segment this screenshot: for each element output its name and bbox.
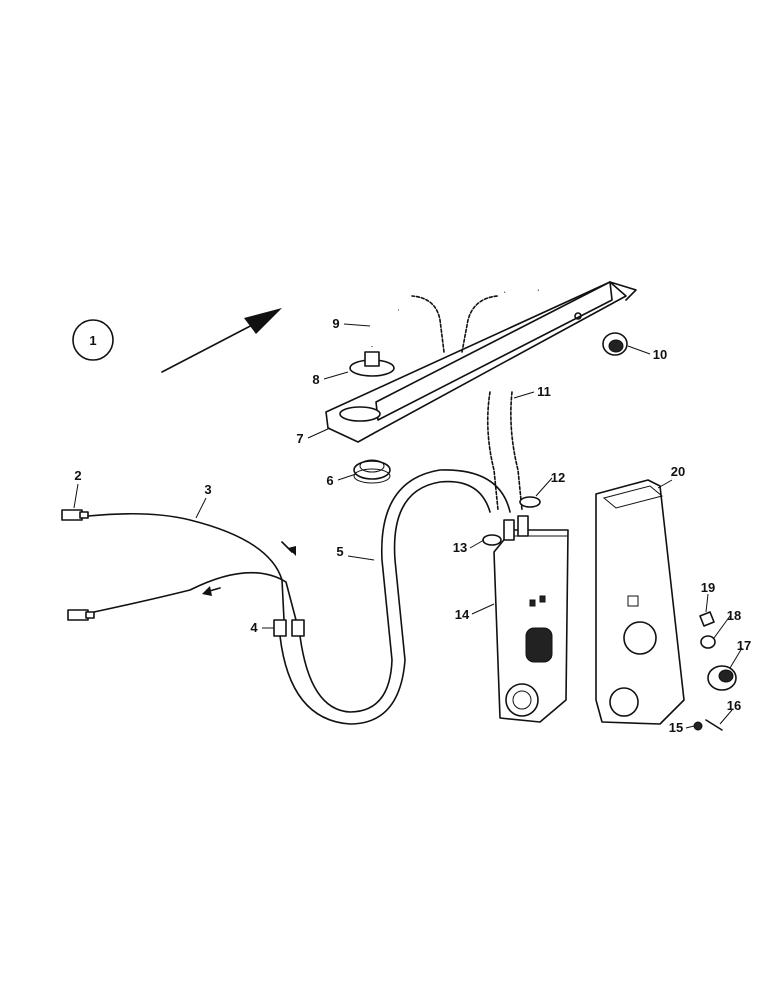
part-19-clip bbox=[699, 611, 715, 627]
callout-11: 11 bbox=[537, 384, 551, 399]
callout-19: 19 bbox=[701, 580, 715, 595]
part-3-hoses bbox=[87, 512, 297, 621]
leader-lines bbox=[73, 323, 743, 729]
callout-10: 10 bbox=[653, 347, 667, 362]
direction-arrow bbox=[161, 308, 282, 373]
callout-16: 16 bbox=[727, 698, 741, 713]
upper-flex-hoses bbox=[411, 283, 540, 353]
callout-12: 12 bbox=[551, 470, 565, 485]
part-6-ring bbox=[353, 459, 391, 484]
part-20-cover bbox=[595, 479, 685, 725]
callout-9: 9 bbox=[332, 316, 339, 331]
part-7-bracket bbox=[325, 281, 637, 443]
part-9-elbow bbox=[369, 307, 399, 347]
view-marker-label: 1 bbox=[89, 333, 96, 348]
callout-18: 18 bbox=[727, 608, 741, 623]
part-17-knob bbox=[707, 665, 737, 691]
callout-3: 3 bbox=[204, 482, 211, 497]
callout-4: 4 bbox=[250, 620, 258, 635]
part-11-flex-hoses bbox=[486, 391, 523, 511]
part-13-clamp bbox=[482, 534, 502, 546]
part-8-grommet bbox=[349, 351, 395, 377]
callout-20: 20 bbox=[671, 464, 685, 479]
callout-2: 2 bbox=[74, 468, 81, 483]
callout-17: 17 bbox=[737, 638, 751, 653]
part-12-clamp bbox=[519, 496, 541, 508]
callout-7: 7 bbox=[296, 431, 303, 446]
part-2-fittings bbox=[61, 509, 95, 621]
callout-15: 15 bbox=[669, 720, 683, 735]
part-5-hose bbox=[279, 469, 511, 725]
callout-13: 13 bbox=[453, 540, 467, 555]
callout-5: 5 bbox=[336, 544, 343, 559]
callout-6: 6 bbox=[326, 473, 333, 488]
part-14-heater-unit bbox=[493, 515, 569, 723]
view-marker: 1 bbox=[72, 319, 114, 361]
callout-14: 14 bbox=[455, 607, 470, 622]
part-4-connectors bbox=[273, 619, 305, 637]
callout-8: 8 bbox=[312, 372, 319, 387]
part-18-bushing bbox=[700, 635, 716, 649]
part-15-washer bbox=[693, 721, 703, 731]
part-16-screw bbox=[705, 719, 723, 731]
part-10-knob bbox=[602, 332, 628, 356]
